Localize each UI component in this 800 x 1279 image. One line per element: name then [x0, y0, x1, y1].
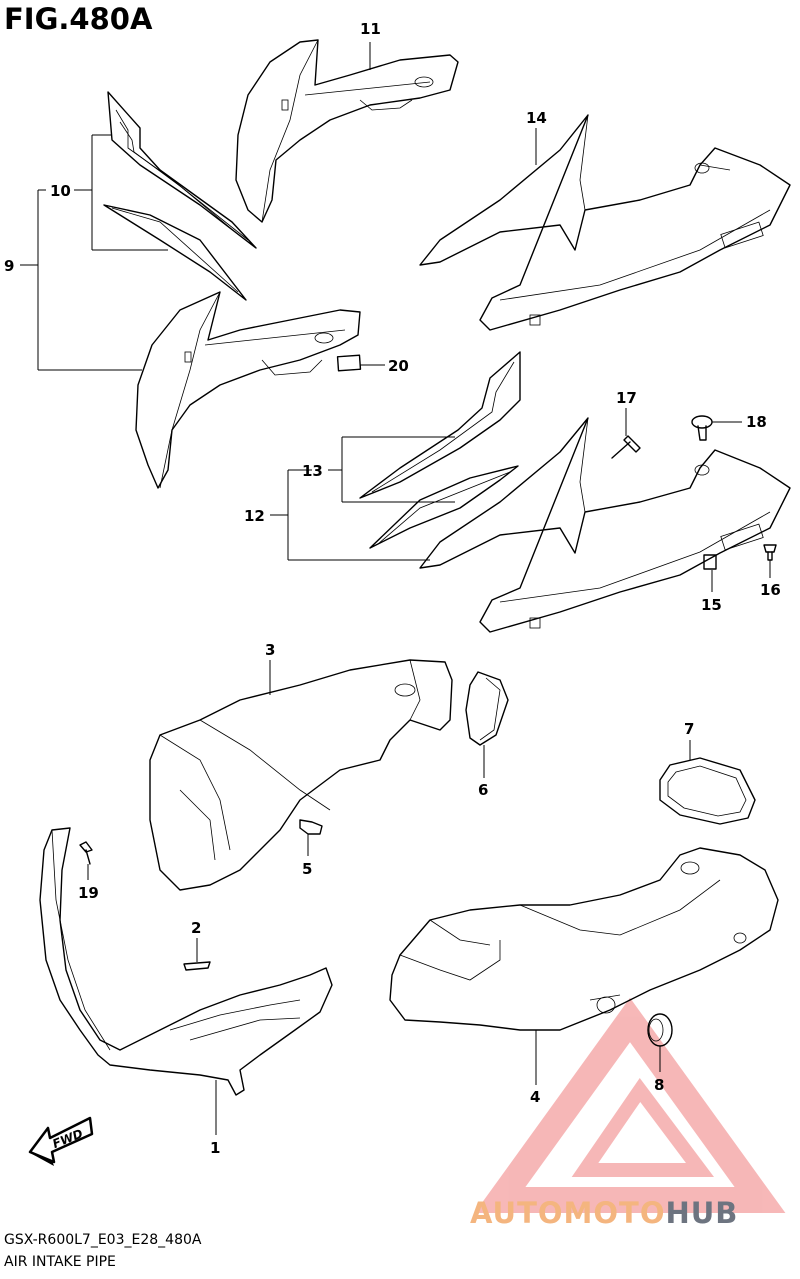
part-20-label[interactable]	[336, 354, 362, 372]
part-19-screw[interactable]	[79, 841, 93, 865]
callout-5: 5	[302, 860, 312, 878]
figure-name: AIR INTAKE PIPE	[4, 1254, 116, 1270]
callout-12: 12	[244, 507, 265, 525]
part-16-rivet[interactable]	[763, 544, 777, 561]
callout-20: 20	[388, 357, 409, 375]
callout-8: 8	[654, 1076, 664, 1094]
callout-7: 7	[684, 720, 694, 738]
callout-10: 10	[50, 182, 71, 200]
part-7-gasket[interactable]	[659, 757, 756, 825]
leader-lines	[20, 42, 771, 1135]
part-6-seal[interactable]	[465, 671, 509, 746]
callout-16: 16	[760, 581, 781, 599]
figure-title: FIG.480A	[4, 2, 153, 36]
part-14-side-cowl-right[interactable]	[419, 114, 791, 331]
part-11-side-cowl-inner[interactable]	[235, 39, 459, 223]
callout-18: 18	[746, 413, 767, 431]
callout-3: 3	[265, 641, 275, 659]
figure-code: GSX-R600L7_E03_E28_480A	[4, 1232, 202, 1248]
callout-17: 17	[616, 389, 637, 407]
watermark-logo	[474, 997, 786, 1213]
callout-13: 13	[302, 462, 323, 480]
part-3-air-intake-duct[interactable]	[149, 659, 453, 891]
part-5-screw[interactable]	[299, 819, 323, 835]
callout-9: 9	[4, 257, 14, 275]
part-10-stripe-decal[interactable]	[103, 91, 257, 301]
part-1-front-cowl[interactable]	[39, 827, 333, 1096]
part-18-clip[interactable]	[691, 415, 713, 441]
part-13-stripe-decal[interactable]	[359, 351, 521, 549]
part-2-label[interactable]	[183, 961, 211, 971]
callout-labels: 11 14 10 9 20 17 18 13 12 16 15 3 7 6 5 …	[4, 20, 781, 1157]
callout-1: 1	[210, 1139, 220, 1157]
fwd-arrow-icon: FWD	[28, 1116, 94, 1166]
callout-15: 15	[701, 596, 722, 614]
callout-6: 6	[478, 781, 488, 799]
callout-14: 14	[526, 109, 547, 127]
callout-19: 19	[78, 884, 99, 902]
part-17-screw[interactable]	[611, 435, 641, 459]
part-4-air-intake-pipe[interactable]	[389, 847, 779, 1031]
watermark-text: AUTOMOTOHUB	[470, 1196, 739, 1230]
callout-11: 11	[360, 20, 381, 38]
part-9-side-cowl[interactable]	[135, 291, 361, 489]
part-15-nut[interactable]	[703, 554, 717, 570]
callout-2: 2	[191, 919, 201, 937]
callout-4: 4	[530, 1088, 540, 1106]
part-12-side-cowl-right[interactable]	[419, 417, 791, 633]
